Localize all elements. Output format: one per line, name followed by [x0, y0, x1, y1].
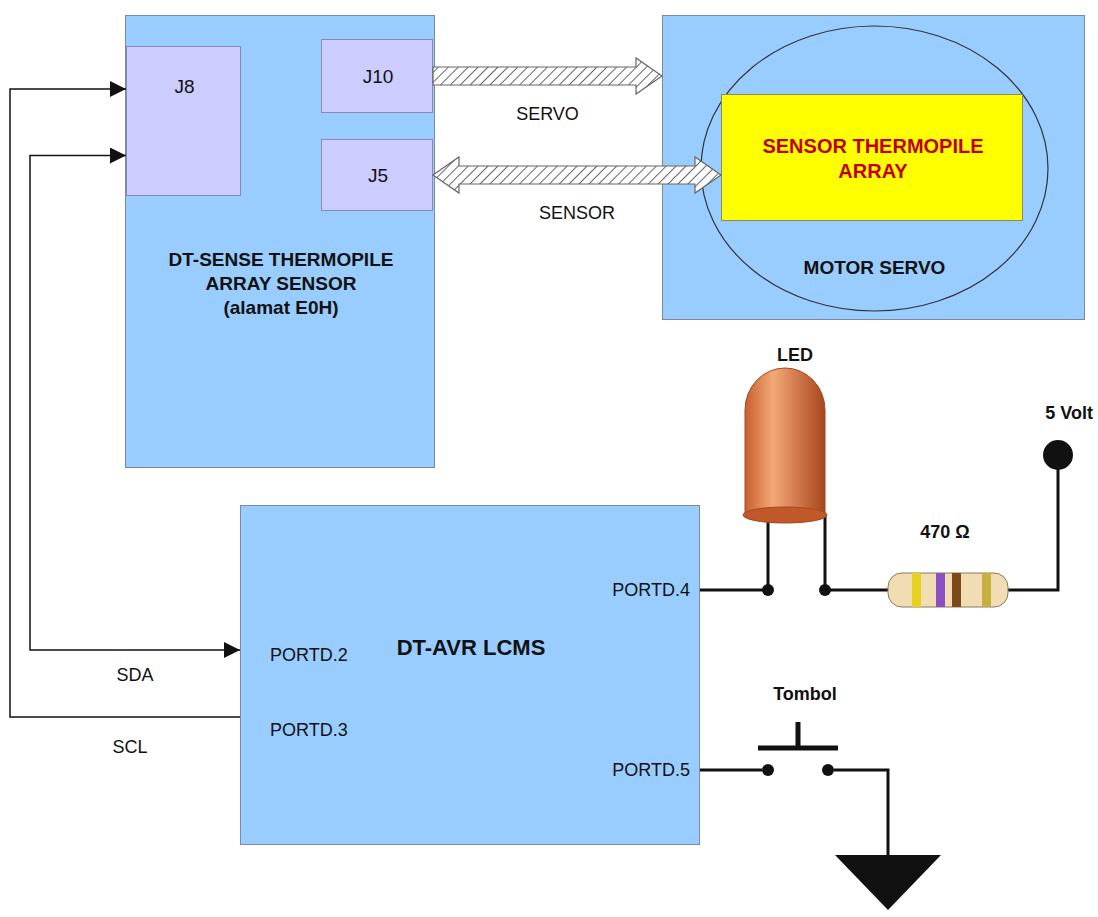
bus-arrow: [433, 58, 662, 94]
sensor-box: SENSOR THERMOPILE ARRAY: [721, 94, 1023, 221]
controller-box: DT-AVR LCMS: [240, 505, 700, 845]
pin-name: PORTD.3: [270, 720, 348, 741]
servo-box: MOTOR SERVO SENSOR THERMOPILE ARRAY: [662, 15, 1085, 320]
text-group: DT-SENSE THERMOPILE ARRAY SENSOR(alamat …: [126, 248, 436, 319]
signal-label: SDA: [116, 665, 153, 686]
node-label: J10: [333, 65, 423, 89]
node-label: SENSOR THERMOPILE ARRAY: [753, 134, 993, 184]
junction-dot: [819, 584, 831, 596]
text-group: J5: [322, 164, 434, 188]
connector-box: J5: [321, 139, 433, 211]
resistor-symbol: [888, 573, 1008, 607]
signal-label: SENSOR: [539, 203, 615, 224]
pin-name: PORTD.4: [612, 580, 690, 601]
node-label: DT-SENSE THERMOPILE ARRAY SENSOR: [166, 248, 396, 296]
text-group: J10: [322, 65, 434, 89]
junction-dot: [762, 584, 774, 596]
supply-voltage: 5 Volt: [1045, 403, 1093, 424]
signal-label: SERVO: [516, 104, 579, 125]
connector-box: J8: [126, 46, 241, 196]
node-label: (alamat E0H): [166, 296, 396, 320]
connector-box: J10: [321, 39, 433, 113]
part-name: LED: [777, 345, 813, 366]
pin-name: PORTD.2: [270, 645, 348, 666]
push-button-symbol: [758, 722, 838, 776]
text-group: MOTOR SERVO: [663, 256, 1086, 280]
resistor-value: 470 Ω: [920, 522, 969, 543]
node-label: DT-AVR LCMS: [391, 634, 551, 662]
text-group: J8: [127, 75, 242, 99]
part-name: Tombol: [773, 684, 837, 705]
pin-name: PORTD.5: [612, 760, 690, 781]
module-box: DT-SENSE THERMOPILE ARRAY SENSOR(alamat …: [125, 15, 435, 468]
node-label: MOTOR SERVO: [745, 256, 1005, 280]
signal-label: SCL: [112, 737, 147, 758]
wire: [700, 462, 1058, 855]
node-label: J8: [140, 75, 230, 99]
servo-outline: [701, 26, 1048, 311]
text-group: SENSOR THERMOPILE ARRAY: [722, 134, 1024, 184]
supply-terminal: [1043, 440, 1073, 470]
ground-symbol: [835, 855, 941, 910]
node-label: J5: [333, 164, 423, 188]
led-symbol: [743, 368, 827, 590]
